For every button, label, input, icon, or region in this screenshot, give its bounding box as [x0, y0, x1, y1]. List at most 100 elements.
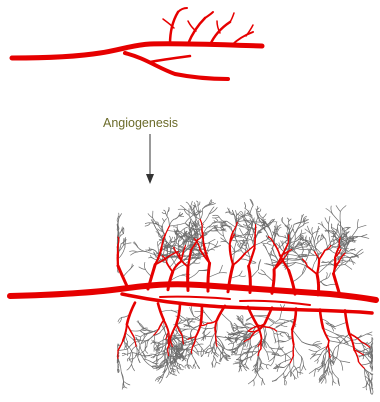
vessel-before — [12, 8, 262, 79]
capillary-branch — [282, 217, 283, 222]
capillary-branch — [318, 368, 321, 372]
capillary-branch — [318, 354, 321, 359]
capillary-branch — [322, 261, 328, 262]
capillary-branch — [284, 363, 290, 368]
capillary-branch — [193, 360, 195, 365]
capillary-branch — [357, 219, 358, 227]
capillary-branch — [261, 243, 267, 244]
capillary-branch — [302, 342, 313, 345]
capillary-branch — [130, 251, 138, 252]
capillary-branch — [236, 210, 237, 215]
capillary-branch — [371, 344, 372, 345]
capillary-branch — [174, 216, 179, 220]
capillary-branch — [186, 202, 190, 207]
capillary-branch — [361, 235, 367, 237]
vessel-branch — [307, 267, 317, 275]
capillary-branch — [126, 353, 131, 355]
capillary-branch — [239, 271, 242, 276]
capillary-branch — [280, 319, 291, 321]
capillary-branch — [328, 216, 330, 223]
vessel-branch — [317, 260, 319, 275]
capillary-branch — [138, 352, 139, 357]
capillary-branch — [302, 240, 306, 241]
capillary-branch — [313, 231, 319, 234]
capillary-branch — [140, 343, 144, 344]
capillary-branch — [267, 365, 271, 366]
capillary-branch — [337, 225, 338, 231]
capillary-branch — [219, 265, 222, 273]
capillary-branch — [188, 329, 199, 330]
down-arrow-icon — [146, 134, 154, 184]
capillary-branch — [277, 331, 285, 332]
capillary-branch — [125, 335, 127, 342]
capillary-branch — [208, 223, 212, 227]
capillary-branch — [145, 349, 148, 353]
capillary-branch — [124, 381, 130, 385]
capillary-branch — [284, 363, 291, 373]
capillary-branch — [212, 217, 219, 218]
capillary-branch — [205, 332, 210, 336]
capillary-branch — [213, 215, 219, 217]
capillary-branch — [335, 322, 347, 327]
capillary-branch — [267, 352, 276, 353]
capillary-branch — [212, 356, 214, 362]
vessel-branch — [329, 351, 330, 358]
capillary-branch — [140, 345, 143, 353]
capillary-branch — [278, 227, 281, 230]
capillary-branch — [318, 236, 320, 239]
capillary-branch — [251, 352, 252, 357]
vessel-branch — [230, 13, 234, 22]
capillary-branch — [194, 344, 203, 346]
capillary-branch — [294, 222, 303, 225]
capillary-branch — [213, 227, 220, 228]
capillary-branch — [264, 244, 267, 249]
capillary-branch — [148, 214, 153, 218]
capillary-branch — [271, 357, 274, 365]
capillary-branch — [277, 331, 280, 346]
capillary-branch — [169, 219, 173, 226]
capillary-branch — [192, 353, 196, 360]
capillary-branch — [325, 218, 328, 224]
capillary-branch — [267, 249, 271, 257]
capillary-branch — [258, 209, 261, 212]
capillary-branch — [223, 229, 224, 237]
capillary-branch — [196, 207, 198, 212]
capillary-branch — [321, 235, 325, 239]
capillary-branch — [216, 362, 220, 364]
capillary-branch — [179, 364, 181, 368]
vessel-branch — [160, 297, 230, 299]
capillary-branch — [340, 361, 350, 363]
capillary-branch — [312, 260, 316, 271]
capillary-branch — [154, 343, 155, 348]
capillary-branch — [148, 335, 154, 341]
capillary-branch — [251, 231, 253, 238]
capillary-branch — [333, 214, 341, 223]
capillary-branch — [266, 275, 274, 282]
capillary-branch — [118, 225, 119, 227]
capillary-branch — [268, 243, 272, 245]
capillary-branch — [273, 248, 275, 254]
capillary-branch — [366, 334, 372, 335]
capillary-branch — [351, 228, 357, 237]
capillary-branch — [144, 262, 145, 269]
capillary-branch — [267, 352, 269, 360]
capillary-branch — [295, 230, 297, 234]
capillary-branch — [208, 352, 209, 356]
capillary-branch — [280, 310, 282, 319]
capillary-branch — [294, 345, 302, 357]
vessel-branch — [248, 331, 255, 332]
capillary-branch — [341, 225, 343, 230]
vessel-branch — [176, 324, 182, 335]
capillary-branch — [326, 239, 328, 248]
capillary-branch — [161, 310, 171, 312]
capillary-branch — [204, 312, 212, 321]
capillary-branch — [278, 340, 285, 341]
capillary-branch — [178, 365, 181, 368]
capillary-branch — [120, 227, 122, 233]
capillary-branch — [290, 363, 291, 371]
capillary-branch — [249, 231, 251, 238]
capillary-branch — [158, 246, 159, 254]
capillary-branch — [193, 365, 194, 368]
capillary-branch — [251, 357, 252, 360]
